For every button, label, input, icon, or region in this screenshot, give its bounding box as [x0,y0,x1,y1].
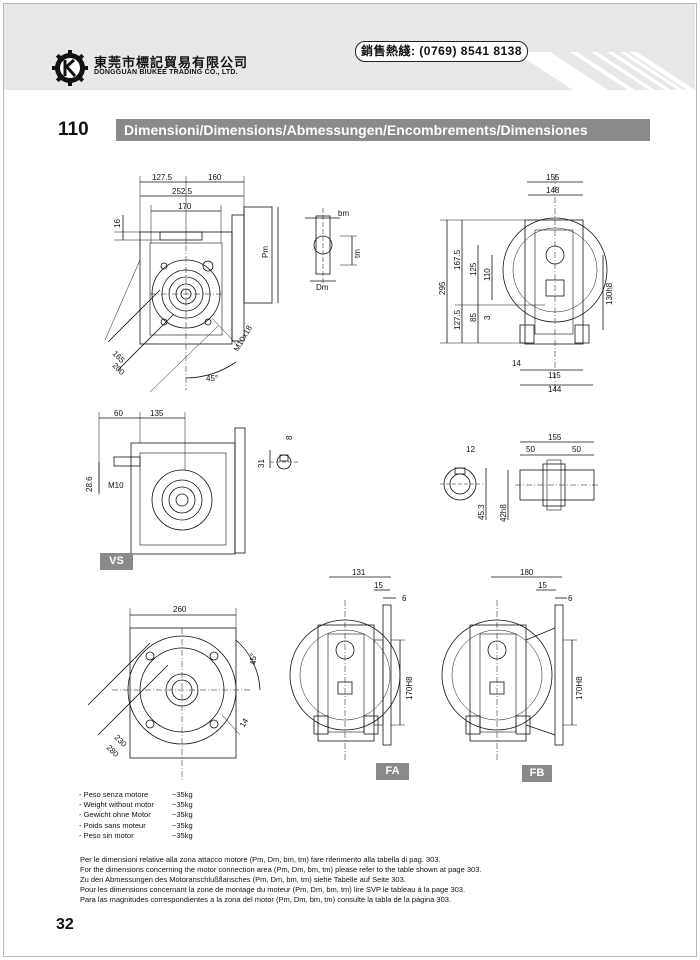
front-view-drawing [104,176,279,393]
dim-text: tm [353,249,362,258]
dim-text: M10 [108,481,124,490]
dim-text: 115 [548,371,561,380]
dim-text: M10x18 [232,323,254,353]
weight-value: ~35kg [172,820,193,830]
header-stripes [515,52,695,90]
weight-value: ~35kg [172,790,193,799]
dim-text: 130h8 [605,282,614,305]
dim-text: 160 [208,173,222,182]
dim-text: 12 [466,445,475,454]
weight-value: ~35kg [172,830,193,840]
dim-text: 14 [238,716,251,729]
dim-text: 280 [105,743,121,759]
page-number: 32 [56,916,74,933]
weight-label: - Poids sans moteur [79,820,146,830]
weight-row: - Peso senza motore ~35kg [79,790,193,800]
weight-row: - Weight without motor ~35kg [79,800,193,810]
side-view-drawing [440,175,608,392]
weight-row: - Peso sin motor ~35kg [79,831,193,841]
dim-text: 45.3 [477,504,486,520]
company-name-cn: 東莞市標記貿易有限公司 [94,55,249,70]
fb-view-drawing [441,576,577,760]
dim-text: 125 [469,262,478,276]
fa-view-drawing [289,576,405,760]
note-line: Zu den Abmessungen des Motoranschlußflan… [80,874,406,884]
dim-text: 170H8 [405,676,414,700]
note-line: Pour les dimensions concernant la zone d… [80,884,466,894]
vs-label: VS [100,553,133,570]
fa-label: FA [376,763,409,780]
dim-text: 127.5 [453,309,462,330]
dim-text: bm [338,209,349,218]
weight-label: - Gewicht ohne Motor [79,810,151,820]
dim-text: 45° [206,374,218,383]
dim-text: 170 [178,202,192,211]
dim-text: 180 [520,568,534,577]
vs-view-drawing [98,412,298,555]
shaft-view-drawing [440,441,600,520]
weight-row: - Poids sans moteur ~35kg [79,821,193,831]
weight-label: - Weight without motor [79,800,154,810]
dim-text: 15 [538,581,547,590]
dim-text: 16 [113,219,122,228]
title-bar [52,119,650,141]
dim-text: 155 [546,173,560,182]
dim-text: 127.5 [152,173,173,182]
dim-text: 85 [469,313,478,322]
dim-text: Dm [316,283,329,292]
dim-text: 15 [374,581,383,590]
dim-text: 45° [249,653,258,665]
dim-text: 50 [526,445,535,454]
dim-text: 110 [483,268,492,281]
dim-text: 50 [572,445,581,454]
dim-text: 60 [114,409,123,418]
dim-text: 8 [285,435,294,440]
dim-text: 148 [546,186,560,195]
note-line: For the dimensions concerning the motor … [80,864,482,874]
dim-text: 42h8 [499,504,508,522]
dim-text: 131 [352,568,366,577]
dim-text: 155 [548,433,562,442]
dim-text: Pm [261,246,270,258]
dim-text: 135 [150,409,164,418]
dim-text: 260 [173,605,187,614]
section-title: Dimensioni/Dimensions/Abmessungen/Encomb… [124,122,588,138]
sales-hotline: 銷售熱綫: (0769) 8541 8138 [355,41,528,62]
flange-view-drawing [87,608,261,780]
header-band [4,4,695,90]
company-logo-icon [52,50,88,86]
note-line: Para las magnitudes correspondientes a l… [80,894,452,904]
dim-text: 31 [257,459,266,468]
dim-text: 14 [512,359,521,368]
weight-label: - Peso senza motore [79,790,149,799]
weight-row: - Gewicht ohne Motor ~35kg [79,810,193,820]
dim-text: 6 [568,594,573,603]
weight-table: - Peso senza motore ~35kg - Weight withou… [79,790,193,841]
dim-text: 295 [438,281,447,295]
weight-label: - Peso sin motor [79,830,134,840]
company-name-en: DONGGUAN BIUKEE TRADING CO., LTD. [94,69,238,76]
dim-text: 167.5 [453,249,462,270]
dim-text: 28.6 [85,476,94,492]
notes-block: Per le dimensioni relative alla zona att… [80,855,640,905]
note-line: Per le dimensioni relative alla zona att… [80,855,441,864]
size-number: 110 [52,119,116,141]
dim-text: 252.5 [172,187,193,196]
fb-label: FB [522,765,552,782]
dim-text: 144 [548,385,562,394]
weight-value: ~35kg [172,800,193,810]
dim-text: 3 [483,315,492,320]
key-detail-drawing [305,208,357,284]
weight-value: ~35kg [172,810,193,820]
page-frame [3,3,697,957]
dim-text: 170H8 [575,676,584,700]
dim-text: 6 [402,594,407,603]
